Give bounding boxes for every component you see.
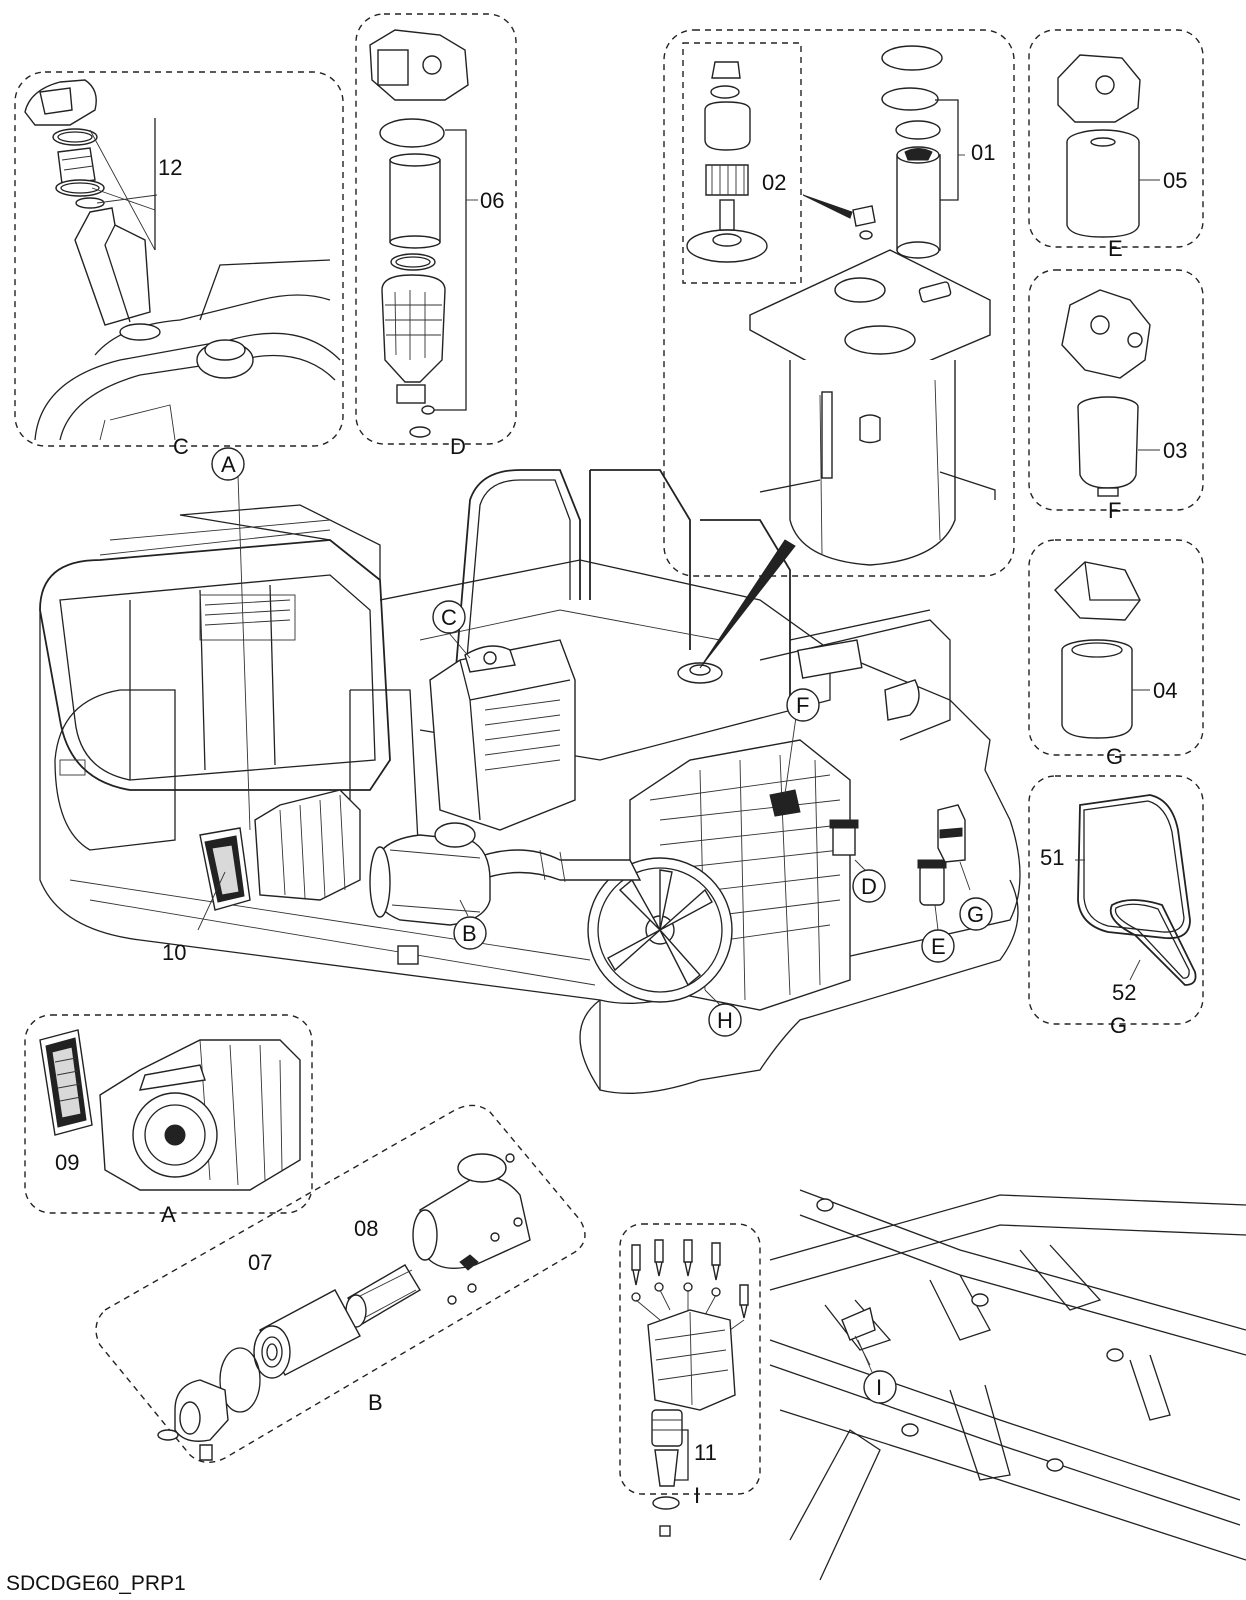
filter-d-small xyxy=(829,819,859,856)
detail-g2-parts xyxy=(1075,794,1197,986)
detail-c-parts xyxy=(24,79,341,441)
callout-03: 03 xyxy=(1163,438,1187,463)
detail-02-inset xyxy=(682,42,802,284)
ref-circle-b: B xyxy=(453,916,487,950)
detail-title-d: D xyxy=(450,434,466,459)
detail-a-parts xyxy=(39,1029,301,1191)
detail-title-a: A xyxy=(161,1202,176,1227)
svg-text:E: E xyxy=(931,934,946,959)
callout-51: 51 xyxy=(1040,845,1064,870)
drawing-id: SDCDGE60_PRP1 xyxy=(6,1572,186,1595)
detail-title-e: E xyxy=(1108,236,1123,261)
detail-title-f: F xyxy=(1108,498,1121,523)
ref-circle-h: H xyxy=(708,1003,742,1037)
detail-title-c: C xyxy=(173,434,189,459)
callout-09: 09 xyxy=(55,1150,79,1175)
ref-circle-c: C xyxy=(432,600,466,634)
callout-07: 07 xyxy=(248,1250,272,1275)
svg-text:F: F xyxy=(796,693,809,718)
detail-tank-box xyxy=(663,29,1015,577)
detail-title-b: B xyxy=(368,1390,383,1415)
ref-circle-e: E xyxy=(921,929,955,963)
callout-11: 11 xyxy=(694,1440,717,1465)
detail-e-parts xyxy=(1057,54,1160,238)
detail-b-box xyxy=(95,1104,586,1463)
callout-04: 04 xyxy=(1153,678,1177,703)
air-cleaner-body xyxy=(369,822,491,926)
filter-g-small xyxy=(937,804,966,863)
detail-tank-parts xyxy=(686,45,996,566)
svg-text:H: H xyxy=(717,1008,733,1033)
callout-01: 01 xyxy=(971,140,995,165)
detail-b-parts xyxy=(157,1153,531,1461)
svg-text:I: I xyxy=(876,1375,882,1400)
hydraulic-unit-c xyxy=(429,639,576,831)
detail-i-parts xyxy=(631,1239,749,1537)
callout-52: 52 xyxy=(1112,980,1136,1005)
detail-title-g1: G xyxy=(1106,744,1123,769)
detail-d-parts xyxy=(369,29,478,438)
detail-title-g2: G xyxy=(1110,1013,1127,1038)
ref-circle-d: D xyxy=(852,869,886,903)
detail-d-box xyxy=(355,13,517,445)
ref-circle-i: I xyxy=(863,1370,897,1404)
filter-f-small xyxy=(769,789,801,817)
detail-i-box xyxy=(619,1223,761,1495)
svg-text:B: B xyxy=(462,921,477,946)
filter-e-small xyxy=(917,859,947,906)
detail-g2-box xyxy=(1028,775,1204,1025)
ref-circle-f: F xyxy=(786,688,820,722)
detail-f-box xyxy=(1028,269,1204,511)
ref-circle-a: A xyxy=(211,447,245,481)
svg-text:D: D xyxy=(861,874,877,899)
ref-circle-g: G xyxy=(959,897,993,931)
callout-10: 10 xyxy=(162,940,186,965)
detail-title-i: I xyxy=(694,1483,700,1508)
detail-g1-parts xyxy=(1054,561,1150,739)
aircon-unit-main xyxy=(199,789,361,911)
callout-02: 02 xyxy=(762,170,786,195)
svg-text:A: A xyxy=(221,452,236,477)
detail-c-box xyxy=(14,71,344,447)
callout-08: 08 xyxy=(354,1216,378,1241)
callout-12: 12 xyxy=(158,155,182,180)
svg-text:C: C xyxy=(441,605,457,630)
excavator-body xyxy=(39,469,1021,1094)
detail-g1-box xyxy=(1028,539,1204,756)
detail-f-parts xyxy=(1061,289,1160,497)
callout-06: 06 xyxy=(480,188,504,213)
svg-text:G: G xyxy=(967,902,984,927)
detail-e-box xyxy=(1028,29,1204,248)
upper-frame xyxy=(769,1189,1246,1581)
callout-05: 05 xyxy=(1163,168,1187,193)
